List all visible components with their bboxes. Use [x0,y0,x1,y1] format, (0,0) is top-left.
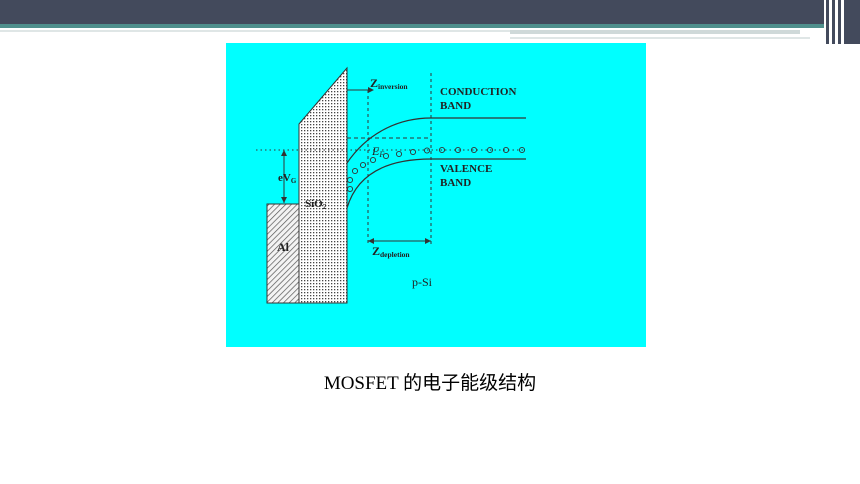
hole-marker [369,156,377,164]
hole-marker [351,167,359,175]
conduction-band-curve [346,117,526,164]
hole-marker [502,146,510,154]
hole-marker [359,161,367,169]
hole-marker [518,146,526,154]
hole-carriers [346,146,526,193]
hole-marker [454,146,462,154]
hole-marker [409,148,417,156]
hole-marker [423,147,431,154]
figure-caption: MOSFET 的电子能级结构 [323,373,537,394]
conduction-band-label-line1: CONDUCTION [440,86,516,98]
hole-marker [438,146,446,154]
al-electrode [266,203,300,304]
header-divider-right-thin [510,37,810,39]
z-depletion-arrowhead-left [368,238,374,244]
valence-band-label-line2: BAND [440,177,471,189]
hole-marker [382,152,390,160]
header-bar [0,0,860,24]
z-inversion-label: Zinversion [370,76,408,91]
mosfet-band-diagram: Zinversion Zdepletion eVG EF CONDUCTION … [226,43,646,347]
header-divider-right [510,30,800,34]
evg-arrowhead-top [281,150,287,156]
sio2-label: SiO2 [305,198,327,211]
psi-label: p-Si [412,275,433,289]
z-depletion-label: Zdepletion [372,244,410,259]
hole-marker [346,185,354,193]
fermi-level-label: EF [371,144,384,159]
hole-marker [395,150,403,158]
header-corner-decoration [824,0,860,44]
hole-marker [346,176,354,184]
valence-band-label-line1: VALENCE [440,163,492,175]
sio2-oxide [298,66,348,304]
evg-label: eVG [278,172,297,185]
header-divider-left [0,30,510,32]
conduction-band-label-line2: BAND [440,100,471,112]
al-label: Al [277,240,290,254]
hole-marker [470,146,478,154]
evg-arrowhead-bottom [281,197,287,203]
z-inversion-arrowhead [368,87,374,93]
header-accent-line [0,24,860,28]
valence-band-curve [346,158,526,209]
hole-marker [486,146,494,154]
z-depletion-arrowhead-right [425,238,431,244]
